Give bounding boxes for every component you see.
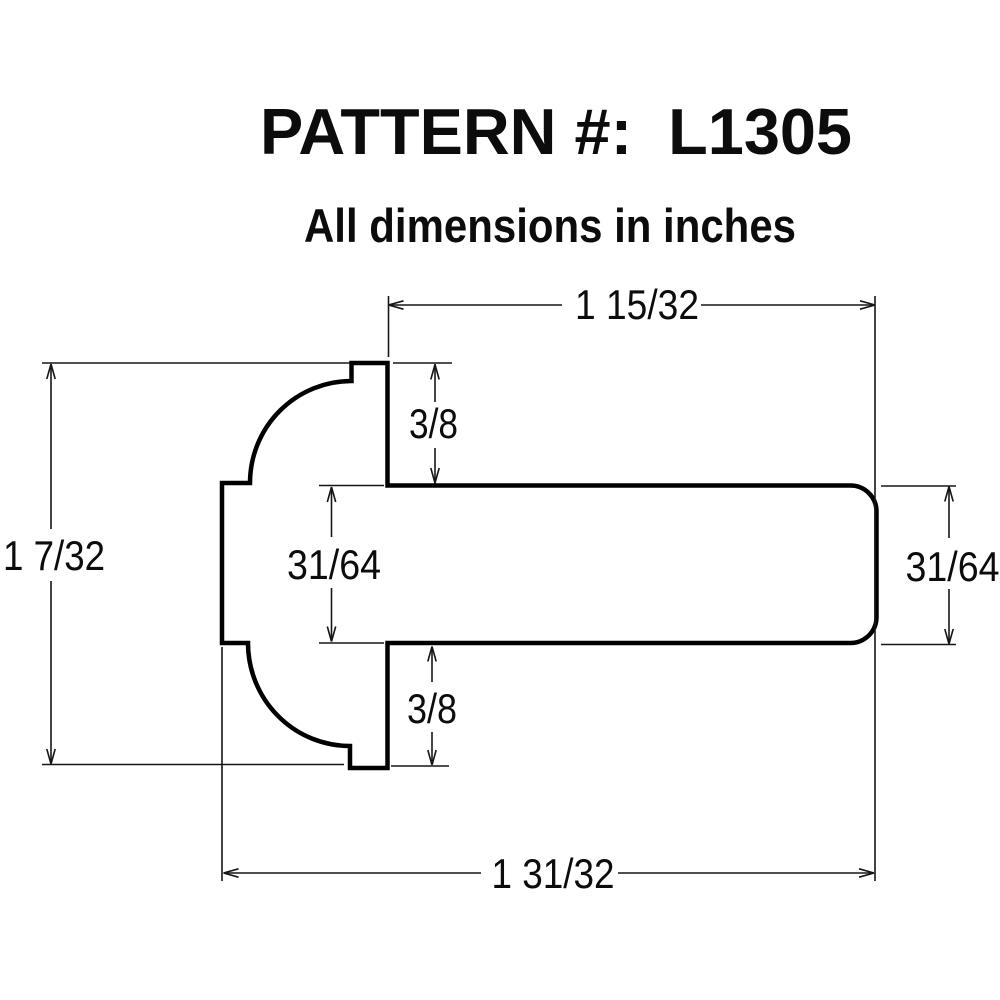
svg-text:1 31/32: 1 31/32 (492, 850, 615, 897)
svg-text:All dimensions in inches: All dimensions in inches (304, 199, 796, 252)
svg-text:3/8: 3/8 (409, 400, 458, 447)
svg-text:1 15/32: 1 15/32 (575, 281, 699, 328)
svg-text:31/64: 31/64 (287, 541, 381, 588)
svg-text:31/64: 31/64 (906, 543, 1000, 590)
svg-text:PATTERN #: L1305: PATTERN #: L1305 (260, 95, 852, 168)
svg-text:3/8: 3/8 (407, 685, 457, 732)
svg-text:1 7/32: 1 7/32 (3, 532, 105, 579)
